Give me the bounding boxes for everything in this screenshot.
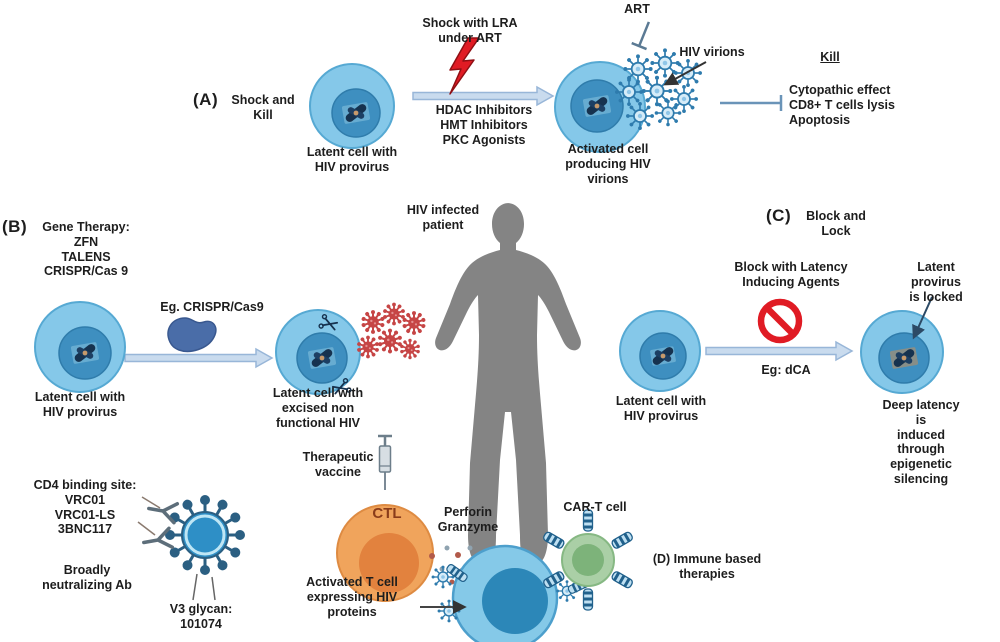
kill-heading: Kill: [820, 50, 840, 64]
cell-locked-c: [860, 310, 944, 394]
bnab-virus: [163, 493, 247, 577]
art-label: ART: [624, 2, 650, 16]
hiv-virion-cluster: [615, 48, 702, 130]
lightning-icon: [449, 37, 480, 95]
prohibition-icon: [757, 298, 803, 344]
latent-cell-a-caption: Latent cell with HIV provirus: [306, 145, 398, 174]
patient-silhouette-figure: [435, 203, 581, 564]
vaccine-label: Therapeutic vaccine: [302, 450, 374, 479]
v3-glycan-label: V3 glycan: 101074: [169, 602, 233, 631]
locked-provirus-label: Latent provirus is locked: [909, 260, 963, 304]
antibody-icon: [140, 526, 175, 554]
patient-label: HIV infected patient: [406, 203, 480, 232]
kill-effects-label: Cytopathic effect CD8+ T cells lysis Apo…: [789, 83, 895, 127]
section-b-title: Gene Therapy: ZFN TALENS CRISPR/Cas 9: [42, 220, 130, 279]
car-t-cell: [540, 508, 636, 612]
cd4-pointer-lines: [137, 496, 161, 536]
excised-cell-caption: Latent cell with excised non functional …: [272, 386, 364, 430]
lra-drugs-label: HDAC Inhibitors HMT Inhibitors PKC Agoni…: [435, 103, 533, 147]
surface-virion-icon: [438, 600, 461, 623]
cell-excised-b: [275, 309, 361, 398]
crispr-cas9-icon: [167, 317, 217, 353]
shock-lra-label: Shock with LRA under ART: [422, 16, 518, 45]
section-a-title: Shock and Kill: [231, 93, 295, 122]
bnab-caption: Broadly neutralizing Ab: [42, 563, 132, 592]
locked-pointer: [912, 296, 933, 340]
v3-pointer-lines: [192, 573, 216, 601]
latent-cell-c-caption: Latent cell with HIV provirus: [615, 394, 707, 423]
syringe-icon: [378, 434, 392, 490]
section-c-letter: (C): [766, 206, 792, 225]
cell-latent-a: [309, 63, 395, 149]
arrow-c: [705, 340, 854, 362]
deep-latency-caption: Deep latency is induced through epigenet…: [882, 398, 960, 486]
activated-cell-caption: Activated cell producing HIV virions: [565, 142, 651, 186]
hiv-virions-label: HIV virions: [679, 45, 745, 59]
latent-cell-b-caption: Latent cell with HIV provirus: [34, 390, 126, 419]
arrow-a: [412, 85, 555, 107]
block-latency-label: Block with Latency Inducing Agents: [734, 260, 848, 289]
hiv-virions-pointer: [663, 61, 707, 86]
section-c-title: Block and Lock: [806, 209, 866, 238]
cell-latent-b: [34, 301, 126, 393]
dca-arrow-label: Eg: dCA: [761, 363, 811, 377]
activated-t-cell: [451, 544, 559, 642]
cd4-binding-label: CD4 binding site: VRC01 VRC01-LS 3BNC117: [33, 478, 137, 537]
ctl-label: CTL: [372, 505, 402, 522]
cell-latent-c: [619, 310, 701, 392]
activated-t-caption: Activated T cell expressing HIV proteins: [306, 575, 398, 619]
ctl-cell: [336, 504, 434, 602]
section-b-letter: (B): [2, 217, 28, 236]
crispr-arrow-label: Eg. CRISPR/Cas9: [160, 300, 264, 314]
perforin-granzyme-label: Perforin Granzyme: [437, 505, 499, 534]
cart-label: CAR-T cell: [563, 500, 627, 514]
section-d-label: (D) Immune based therapies: [652, 552, 762, 581]
section-a-letter: (A): [193, 90, 219, 109]
kill-inhibit-line: [720, 95, 783, 111]
arrow-b: [124, 347, 274, 369]
red-virus-cluster: [357, 303, 426, 360]
art-inhibit-line: [631, 21, 651, 51]
